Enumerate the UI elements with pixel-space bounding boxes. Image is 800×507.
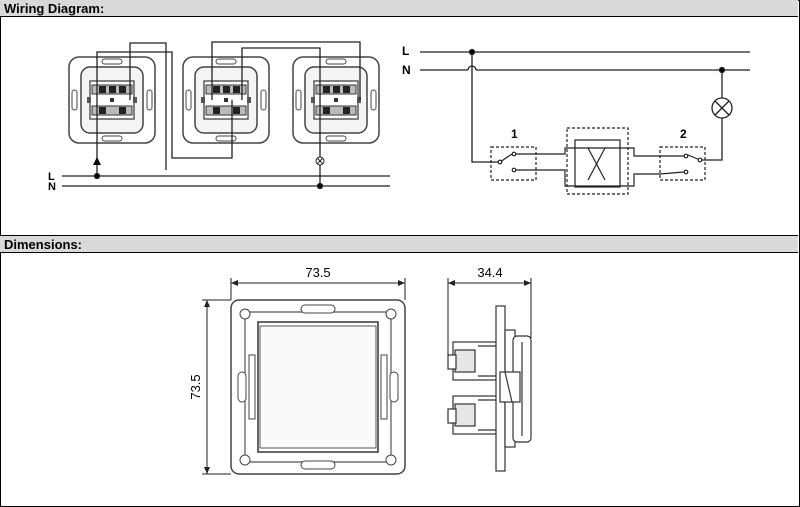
section-divider <box>0 235 798 236</box>
schematic-mains-lines <box>420 48 750 163</box>
side-arrowheads <box>448 280 531 286</box>
lamp-icon <box>315 156 325 166</box>
switch-2-label: 2 <box>680 127 687 141</box>
left-n-label: N <box>48 181 56 193</box>
left-l-label: L <box>48 171 55 183</box>
cross-switch <box>566 127 660 195</box>
dimensions-header: Dimensions: <box>0 236 798 253</box>
front-width-label: 73.5 <box>305 265 330 280</box>
socket-3 <box>292 56 380 144</box>
socket-interconnect-wires <box>96 41 361 186</box>
right-n-label: N <box>402 63 411 77</box>
side-dimension-lines <box>447 278 532 356</box>
arrow-icon <box>93 157 101 165</box>
socket-2 <box>182 56 270 144</box>
front-height-label: 73.5 <box>188 374 203 399</box>
switch-1 <box>490 146 575 187</box>
front-view <box>230 299 406 475</box>
side-view <box>447 305 532 472</box>
side-depth-label: 34.4 <box>477 265 502 280</box>
front-dimension-lines <box>202 278 406 475</box>
socket-1 <box>68 56 156 144</box>
right-l-label: L <box>402 44 409 58</box>
dimension-arrowheads <box>204 280 405 474</box>
left-mains-lines <box>62 172 390 190</box>
wiring-diagram-header: Wiring Diagram: <box>0 0 798 17</box>
schematic-lamp-icon <box>711 97 733 119</box>
switch-1-label: 1 <box>511 127 518 141</box>
switch-2 <box>659 146 706 181</box>
